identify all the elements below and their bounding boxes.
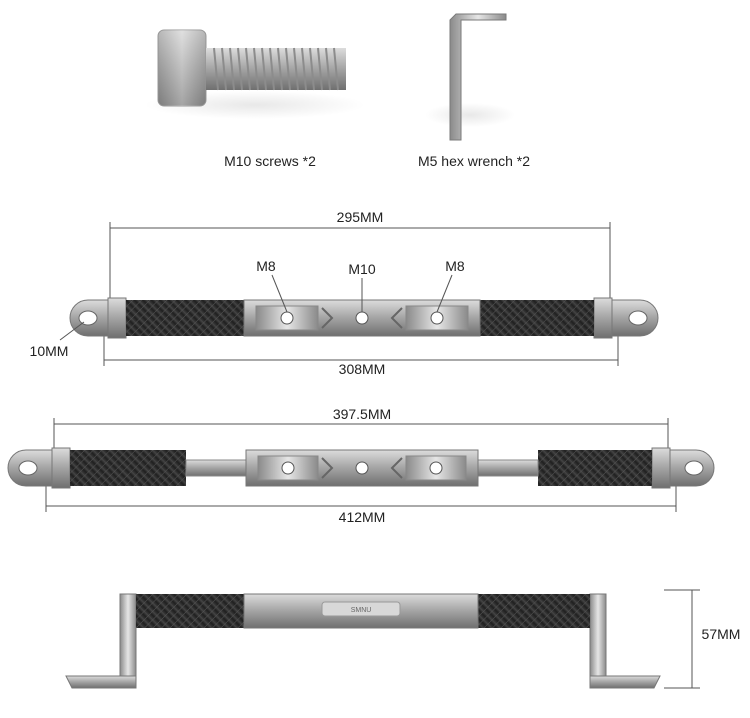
short-bar-hole-right: M8	[445, 258, 465, 274]
short-bar-hole-center: M10	[348, 261, 375, 277]
long-bar	[7, 418, 715, 512]
long-bar-outer-length: 412MM	[339, 509, 386, 525]
m10-screw	[145, 29, 365, 119]
short-bar-inner-length: 295MM	[337, 209, 384, 225]
short-bar	[59, 222, 659, 366]
side-view-bar	[65, 589, 700, 689]
short-bar-hole-left: M8	[256, 258, 276, 274]
side-height: 57MM	[702, 626, 741, 642]
short-bar-outer-length: 308MM	[339, 361, 386, 377]
long-bar-inner-length: 397.5MM	[333, 406, 391, 422]
brand-label: SMNU	[351, 607, 372, 614]
hex-wrench	[425, 13, 515, 141]
wrench-label: M5 hex wrench *2	[418, 153, 530, 169]
screws-label: M10 screws *2	[224, 153, 316, 169]
short-bar-mount-hole: 10MM	[30, 343, 69, 359]
